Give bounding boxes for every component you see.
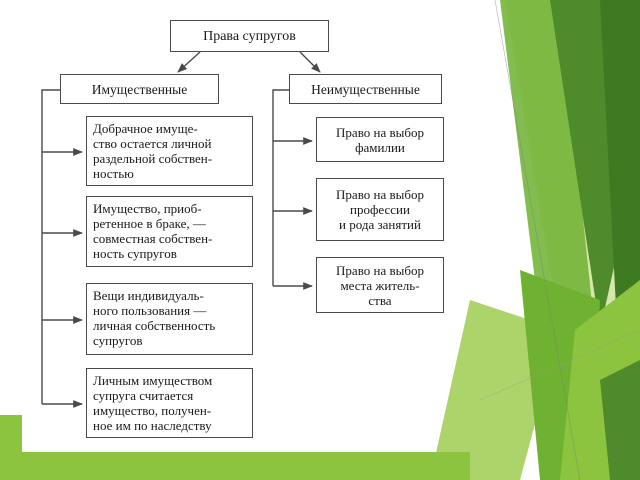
item-line: имущество, получен-	[93, 403, 212, 418]
item-line: Имущество, приоб-	[93, 201, 202, 216]
item-line: ства	[368, 292, 392, 308]
item-line: супруга считается	[93, 388, 194, 403]
green-decoration	[430, 0, 640, 480]
property-rights-label: Имущественные	[91, 81, 188, 97]
personal-rights-header: Неимущественные	[289, 74, 442, 104]
bottom-strip	[0, 452, 470, 480]
item-line: Право на выбор	[336, 124, 424, 140]
item-line: раздельной собствен-	[93, 151, 213, 166]
item-line: Добрачное имуще-	[93, 121, 198, 136]
item-line: ного пользования —	[93, 303, 207, 318]
item-line: Право на выбор	[336, 187, 424, 202]
connectors	[41, 51, 321, 408]
personal-rights-label: Неимущественные	[311, 81, 420, 97]
item-line: ностью	[93, 166, 134, 181]
item-line: ность супругов	[93, 246, 177, 261]
property-item-inheritance: Личным имуществом супруга считается имущ…	[86, 368, 253, 438]
personal-item-residence: Право на выбор места житель- ства	[316, 257, 444, 313]
item-line: совместная собствен-	[93, 231, 213, 246]
item-line: супругов	[93, 333, 143, 348]
item-line: Вещи индивидуаль-	[93, 288, 204, 303]
item-line: ное им по наследству	[93, 418, 212, 433]
personal-item-profession: Право на выбор профессии и рода занятий	[316, 178, 444, 241]
left-strip	[0, 415, 22, 455]
item-line: фамилии	[355, 139, 405, 155]
item-line: Личным имуществом	[93, 373, 213, 388]
property-item-individual-use: Вещи индивидуаль- ного пользования — лич…	[86, 283, 253, 355]
item-line: профессии	[350, 202, 410, 217]
personal-item-surname: Право на выбор фамилии	[316, 117, 444, 162]
item-line: Право на выбор	[336, 262, 424, 278]
diagram-title: Права супругов	[170, 20, 329, 52]
item-line: места житель-	[340, 277, 420, 293]
property-item-joint: Имущество, приоб- ретенное в браке, — со…	[86, 196, 253, 267]
property-item-premarital: Добрачное имуще- ство остается личной ра…	[86, 116, 253, 186]
property-rights-header: Имущественные	[60, 74, 219, 104]
title-text: Права супругов	[203, 28, 296, 44]
item-line: ство остается личной	[93, 136, 212, 151]
item-line: ретенное в браке, —	[93, 216, 206, 231]
item-line: и рода занятий	[339, 217, 421, 232]
item-line: личная собственность	[93, 318, 216, 333]
